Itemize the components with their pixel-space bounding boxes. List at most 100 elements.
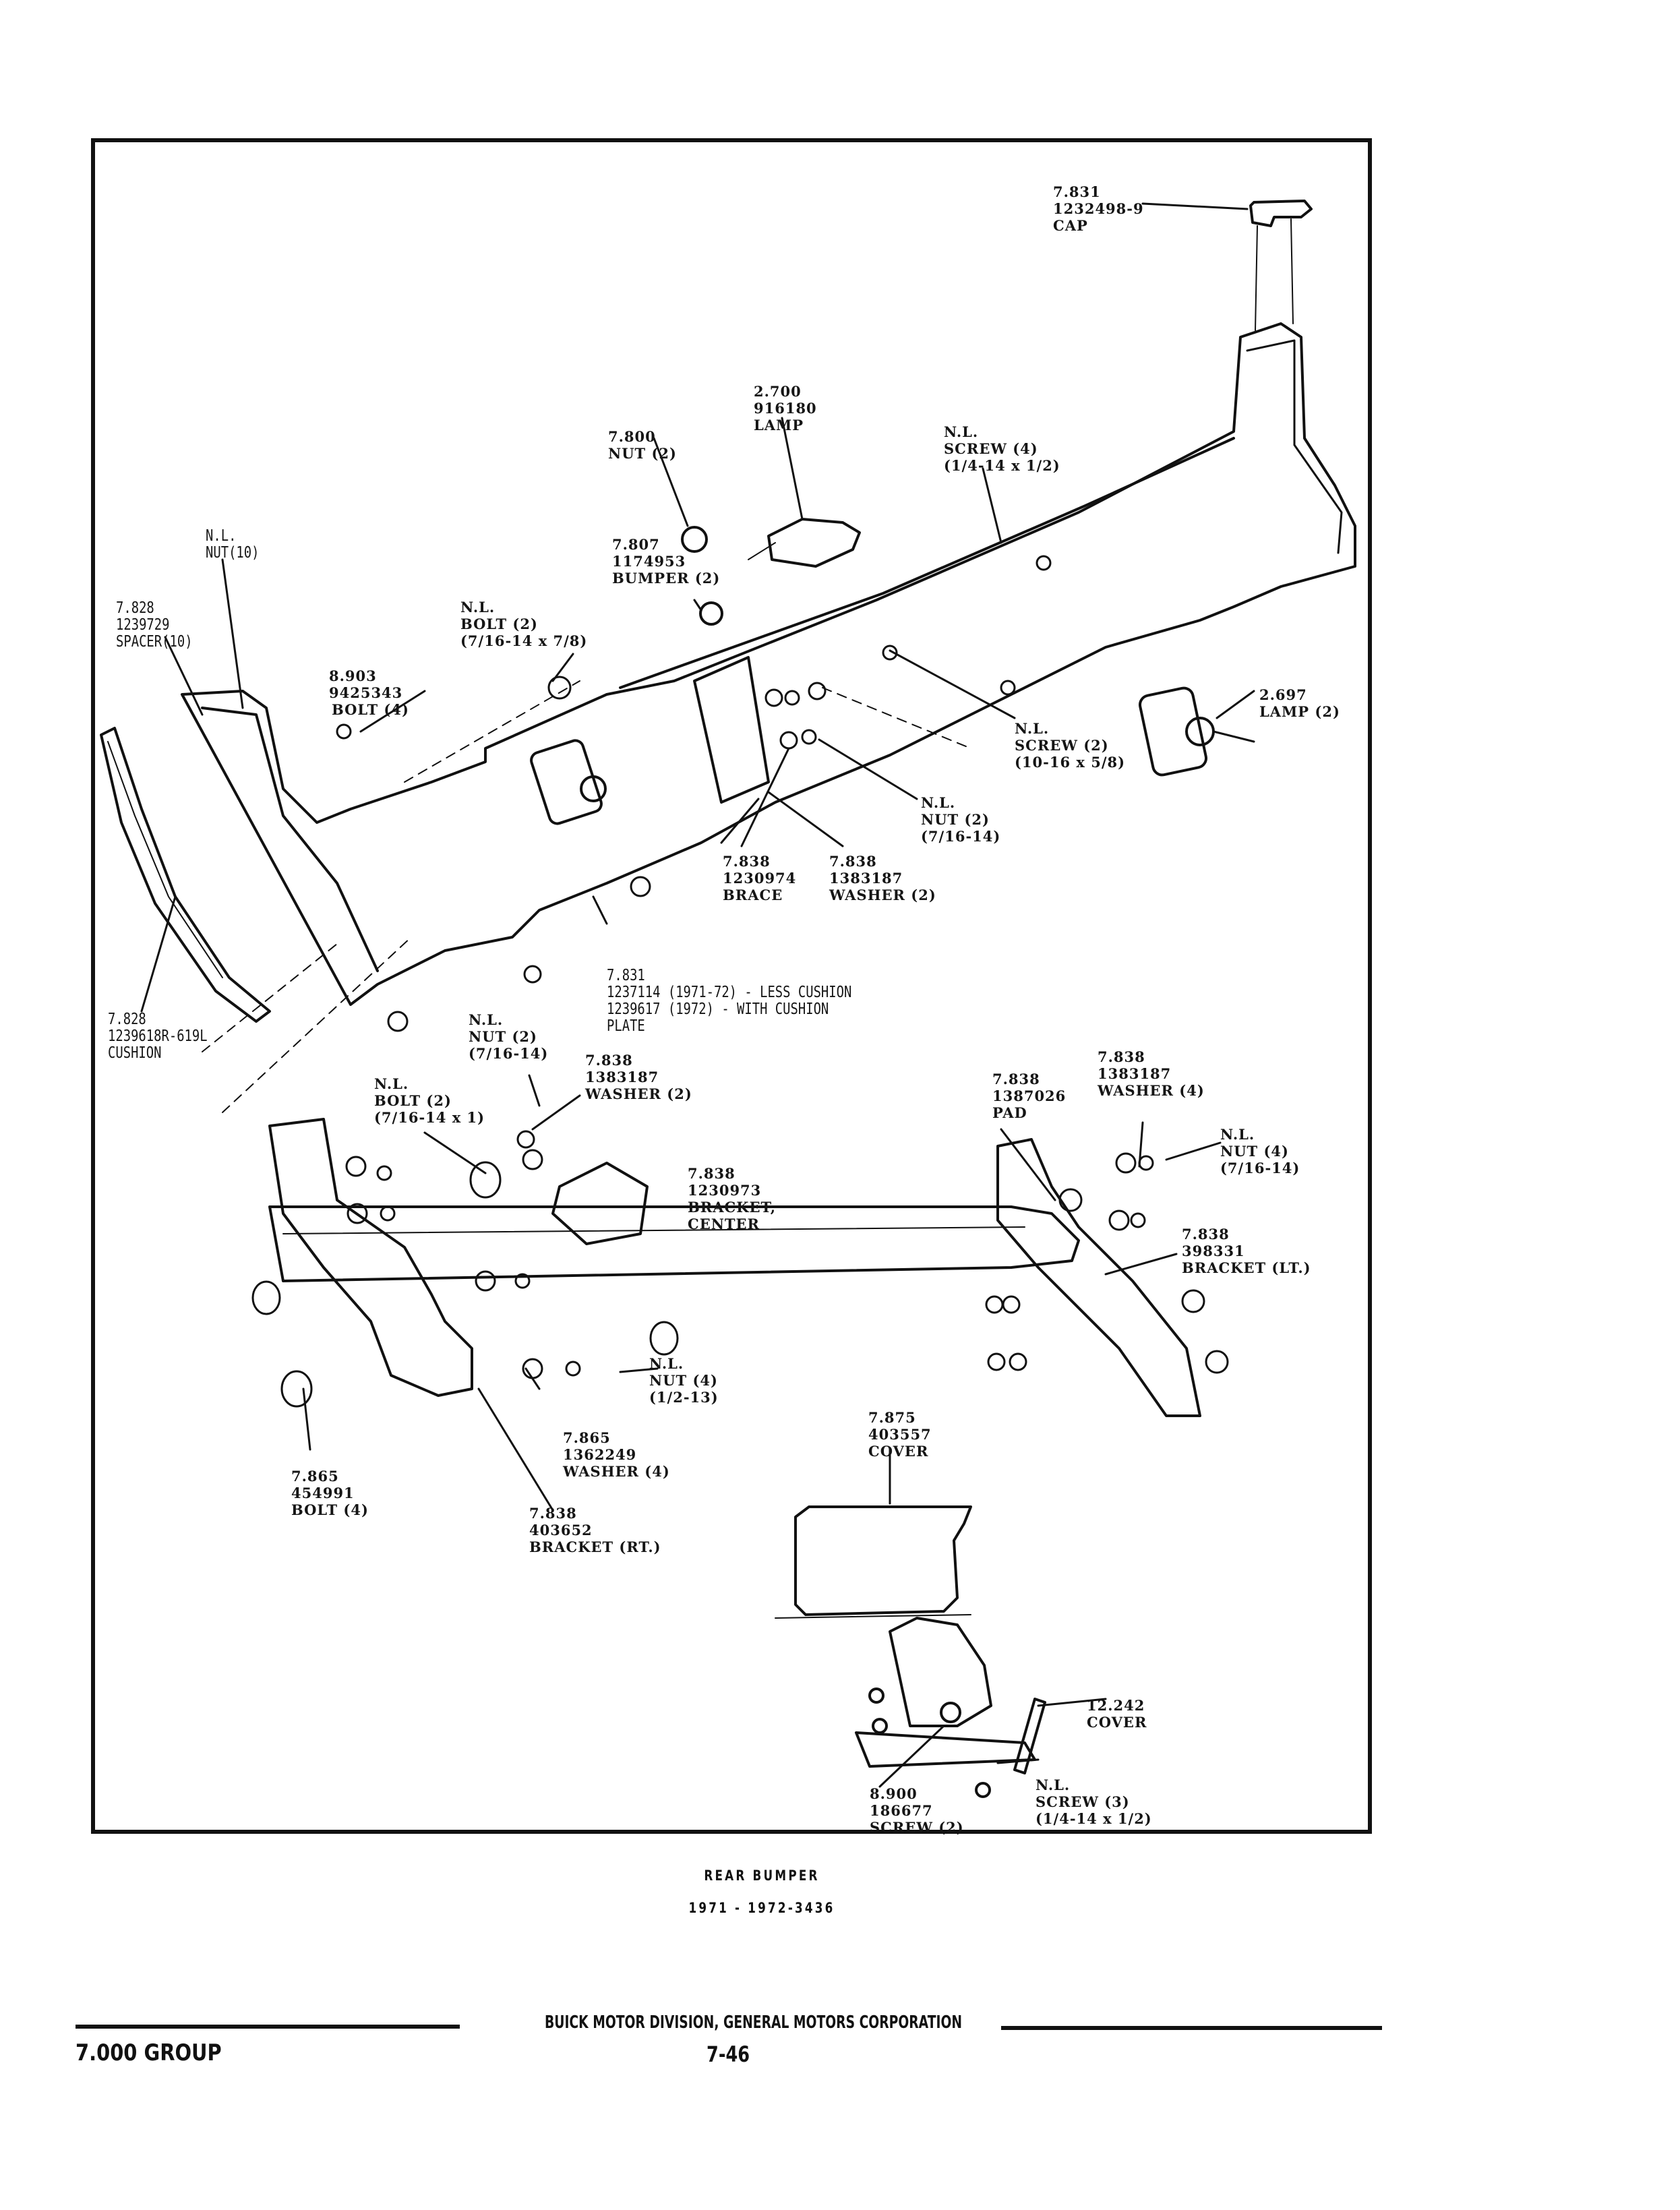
callout-part: 1383187 — [585, 1069, 659, 1085]
callout-name: WASHER (2) — [585, 1085, 692, 1102]
callout-name: NUT (2) — [608, 445, 677, 462]
callout-group: N.L. — [460, 599, 496, 616]
callout-size: (1/2-13) — [649, 1389, 719, 1406]
bumper-bar — [181, 322, 1356, 1006]
callout-group: N.L. — [649, 1355, 684, 1372]
footer-publisher: BUICK MOTOR DIVISION, GENERAL MOTORS COR… — [545, 2012, 963, 2033]
callout-bolt-8903: 8.903 9425343 BOLT (4) — [329, 667, 409, 718]
callout-name: PAD — [992, 1104, 1027, 1121]
callout-washer-b: 7.838 1383187 WASHER (2) — [585, 1052, 692, 1102]
callout-lamp-center: 2.700 916180 LAMP — [754, 383, 817, 434]
callout-nut-716-a: N.L. NUT (2) (7/16-14) — [921, 794, 1000, 845]
callout-bolt-716-1: N.L. BOLT (2) (7/16-14 x 1) — [374, 1075, 485, 1126]
callout-size: (1/4-14 x 1/2) — [944, 457, 1060, 474]
callout-group: 7.831 — [1053, 183, 1101, 200]
callout-name: BRACKET (RT.) — [529, 1539, 661, 1555]
callout-name: BOLT (2) — [374, 1092, 452, 1109]
callout-washer-1362249: 7.865 1362249 WASHER (4) — [563, 1429, 670, 1480]
callout-size: (7/16-14 x 7/8) — [460, 632, 588, 649]
callout-name: WASHER (2) — [829, 887, 936, 903]
callout-name: PLATE — [607, 1017, 645, 1035]
callout-name: LAMP (2) — [1259, 703, 1340, 720]
callout-name: BOLT (4) — [291, 1501, 369, 1518]
callout-group: 2.700 — [754, 383, 802, 400]
callout-group: 8.903 — [329, 667, 377, 684]
figure-title: REAR BUMPER — [704, 1868, 820, 1884]
left-lamp-part — [530, 739, 607, 825]
callout-part: 1362249 — [563, 1446, 637, 1463]
callout-part: 454991 — [291, 1485, 355, 1501]
callout-name: NUT (4) — [649, 1372, 718, 1389]
callout-name: NUT(10) — [206, 544, 260, 562]
cushion-strip — [100, 727, 271, 1023]
callout-part: 398331 — [1182, 1243, 1245, 1259]
callout-group: N.L. — [1220, 1126, 1255, 1143]
callout-group: 7.828 — [108, 1011, 146, 1028]
callout-group: 12.242 — [1087, 1697, 1145, 1714]
callout-nut-716-b: N.L. NUT (2) (7/16-14) — [469, 1011, 548, 1062]
callout-group: 8.900 — [870, 1785, 918, 1802]
lower-fasteners — [251, 1130, 1229, 1408]
callout-group: N.L. — [374, 1075, 409, 1092]
bracket-center-part — [551, 1162, 649, 1245]
diagram-frame — [91, 138, 1372, 1834]
callout-name-2: CENTER — [688, 1216, 760, 1232]
footer-group: 7.000 GROUP — [76, 2039, 222, 2066]
callout-washer-4: 7.838 1383187 WASHER (4) — [1098, 1048, 1205, 1099]
callout-size: (1/4-14 x 1/2) — [1036, 1810, 1152, 1827]
callout-part: 1239729 — [116, 616, 170, 634]
callout-name: NUT (2) — [921, 811, 990, 828]
callout-group: 7.838 — [723, 853, 771, 870]
bumper-7807 — [699, 601, 723, 626]
callout-group: 7.838 — [1098, 1048, 1145, 1065]
leader-lines — [140, 202, 1255, 1788]
callout-name: BRACKET (LT.) — [1182, 1259, 1311, 1276]
footer-page-number: 7-46 — [707, 2041, 750, 2067]
callout-group: 7.865 — [563, 1429, 611, 1446]
callout-part: 403652 — [529, 1522, 593, 1539]
callout-name: BRACKET, — [688, 1199, 777, 1216]
callout-size: (7/16-14 x 1) — [374, 1109, 485, 1126]
callout-group: N.L. — [921, 794, 956, 811]
callout-part: 1174953 — [612, 553, 686, 570]
cap-part — [1249, 200, 1313, 331]
callout-name: CAP — [1053, 217, 1088, 234]
callout-group: 7.838 — [688, 1165, 736, 1182]
cover-7875-part — [794, 1505, 972, 1616]
callout-size: (7/16-14) — [469, 1045, 549, 1062]
callout-nut-10: N.L. NUT(10) — [206, 528, 259, 562]
bracket-rt-part — [268, 1118, 473, 1397]
figure-subtitle: 1971 - 1972-3436 — [688, 1900, 835, 1916]
callout-name: WASHER (4) — [1098, 1082, 1205, 1099]
callout-bracket-rt: 7.838 403652 BRACKET (RT.) — [529, 1505, 661, 1555]
callout-group: N.L. — [944, 423, 979, 440]
callout-name: SCREW (2) — [870, 1819, 964, 1836]
callout-name: BOLT (2) — [460, 616, 538, 632]
callout-nut-4-716: N.L. NUT (4) (7/16-14) — [1220, 1126, 1300, 1176]
bracket-lt-part — [996, 1138, 1201, 1417]
callout-washer-a: 7.838 1383187 WASHER (2) — [829, 853, 936, 903]
footer-rule-right — [1001, 2026, 1382, 2030]
callout-name: BUMPER (2) — [612, 570, 721, 587]
center-lamp-part — [748, 518, 861, 568]
callout-cap: 7.831 1232498-9 CAP — [1053, 183, 1144, 234]
callout-bolt-454991: 7.865 454991 BOLT (4) — [291, 1468, 369, 1518]
callout-name: BRACE — [723, 887, 783, 903]
callout-part: 1239618R-619L — [108, 1027, 208, 1045]
callout-group: 7.865 — [291, 1468, 339, 1485]
callout-name: CUSHION — [108, 1044, 162, 1062]
callout-size: (7/16-14) — [1220, 1160, 1300, 1176]
callout-group: N.L. — [469, 1011, 504, 1028]
callout-name: COVER — [868, 1443, 929, 1460]
callout-name: SCREW (3) — [1036, 1793, 1130, 1810]
callout-name: NUT (4) — [1220, 1143, 1289, 1160]
callout-part-1: 1237114 (1971-72) - LESS CUSHION — [607, 984, 852, 1001]
callout-size: (7/16-14) — [921, 828, 1001, 845]
callout-cover-12242: 12.242 COVER — [1087, 1697, 1147, 1731]
callout-name: SPACER(10) — [116, 633, 193, 651]
callout-brace: 7.838 1230974 BRACE — [723, 853, 796, 903]
callout-group: N.L. — [206, 527, 237, 545]
callout-part: 1387026 — [992, 1087, 1067, 1104]
callout-group: 7.838 — [529, 1505, 577, 1522]
callout-part: 1383187 — [1098, 1065, 1172, 1082]
